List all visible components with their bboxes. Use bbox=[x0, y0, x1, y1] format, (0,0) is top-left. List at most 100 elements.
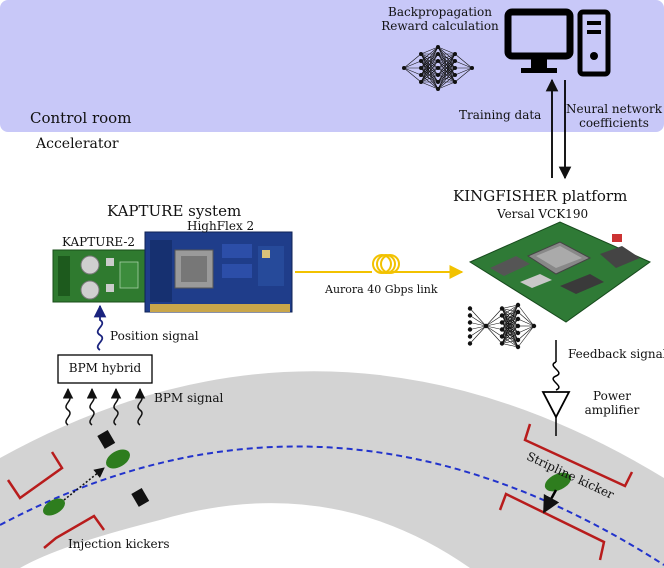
neural-network-icon bbox=[467, 302, 537, 350]
network-edge bbox=[454, 67, 473, 83]
network-edge bbox=[437, 53, 456, 90]
neural-network-icon bbox=[402, 45, 474, 91]
bpm-button bbox=[97, 429, 116, 449]
network-edge bbox=[403, 53, 422, 69]
power-amplifier-label: Power amplifier bbox=[572, 389, 652, 418]
position-signal-label: Position signal bbox=[110, 329, 199, 343]
network-edge bbox=[469, 325, 487, 337]
aurora-label: Aurora 40 Gbps link bbox=[325, 283, 438, 296]
power-line2: amplifier bbox=[584, 402, 640, 417]
network-edge bbox=[501, 318, 519, 344]
network-edge bbox=[437, 74, 456, 90]
network-node bbox=[467, 341, 473, 346]
network-edge bbox=[403, 67, 422, 76]
network-node bbox=[483, 323, 489, 329]
highflex2-board bbox=[144, 231, 293, 313]
network-node bbox=[419, 80, 423, 84]
network-edge bbox=[501, 304, 519, 309]
network-edge bbox=[501, 325, 519, 344]
network-node bbox=[467, 320, 473, 325]
network-node bbox=[467, 313, 473, 318]
network-edge bbox=[485, 308, 503, 327]
nn-coeff-line1: Neural network bbox=[566, 102, 663, 116]
desktop-computer-icon bbox=[504, 8, 611, 77]
network-node bbox=[402, 66, 406, 70]
network-edge bbox=[437, 67, 456, 90]
network-node bbox=[419, 59, 423, 63]
backprop-line1: Backpropagation bbox=[388, 5, 492, 19]
network-node bbox=[515, 337, 521, 343]
network-node bbox=[436, 59, 440, 63]
control-room-area bbox=[0, 0, 664, 132]
network-node bbox=[436, 66, 440, 70]
network-node bbox=[499, 334, 505, 339]
network-edge bbox=[485, 325, 503, 330]
network-node bbox=[499, 306, 505, 311]
network-node bbox=[436, 87, 440, 91]
bpm-hybrid-box bbox=[57, 354, 153, 384]
injection-kicker-lower bbox=[43, 514, 106, 549]
network-node bbox=[453, 52, 457, 56]
network-edge bbox=[420, 46, 439, 69]
beam-bunch bbox=[544, 472, 572, 492]
network-node bbox=[499, 313, 505, 318]
network-node bbox=[467, 306, 473, 311]
network-node bbox=[453, 66, 457, 70]
network-node bbox=[515, 323, 521, 329]
accelerator-label: Accelerator bbox=[36, 136, 119, 152]
network-node bbox=[453, 59, 457, 63]
network-edge bbox=[437, 53, 456, 69]
position-signal-arrow bbox=[93, 304, 107, 351]
injection-path bbox=[63, 467, 105, 501]
network-edge bbox=[454, 60, 473, 69]
network-edge bbox=[437, 53, 456, 76]
network-edge bbox=[437, 60, 456, 90]
network-edge bbox=[517, 318, 535, 327]
network-edge bbox=[420, 74, 439, 83]
amplifier-triangle-icon bbox=[541, 391, 571, 419]
network-edge bbox=[501, 343, 519, 348]
network-edge bbox=[501, 332, 519, 344]
network-node bbox=[467, 334, 473, 339]
backprop-label: Backpropagation Reward calculation bbox=[380, 5, 500, 34]
backprop-line2: Reward calculation bbox=[381, 18, 499, 33]
power-line1: Power bbox=[593, 389, 631, 403]
network-edge bbox=[469, 308, 487, 327]
bpm-signal-arrow bbox=[134, 387, 146, 426]
network-node bbox=[470, 66, 474, 70]
network-node bbox=[453, 73, 457, 77]
network-edge bbox=[420, 81, 439, 90]
network-edge bbox=[437, 53, 456, 83]
network-node bbox=[515, 302, 521, 308]
bpm-signal-label: BPM signal bbox=[154, 391, 224, 405]
network-node bbox=[419, 52, 423, 56]
network-edge bbox=[403, 67, 422, 83]
network-node bbox=[419, 73, 423, 77]
fiber-optic-link bbox=[295, 254, 464, 279]
kick-arrow bbox=[542, 489, 560, 514]
network-edge bbox=[420, 46, 439, 76]
kapture2-label: KAPTURE-2 bbox=[62, 235, 136, 249]
network-edge bbox=[420, 67, 439, 83]
network-node bbox=[436, 80, 440, 84]
network-edge bbox=[501, 304, 519, 316]
stored-bunch bbox=[106, 449, 130, 469]
network-edge bbox=[501, 304, 519, 337]
network-node bbox=[499, 341, 505, 346]
bpm-signal-arrows bbox=[62, 387, 146, 426]
kapture2-board bbox=[52, 249, 146, 303]
network-node bbox=[436, 73, 440, 77]
training-data-label: Training data bbox=[459, 108, 542, 122]
network-edge bbox=[454, 53, 473, 69]
network-edge bbox=[420, 60, 439, 83]
bpm-signal-arrow bbox=[86, 387, 98, 426]
bpm-signal-arrow bbox=[110, 387, 122, 426]
network-edge bbox=[420, 46, 439, 62]
beam-orbit bbox=[0, 445, 664, 566]
highflex-label: HighFlex 2 bbox=[187, 219, 255, 233]
network-node bbox=[515, 330, 521, 336]
network-edge bbox=[485, 325, 503, 337]
kapture-system-title: KAPTURE system bbox=[107, 202, 242, 220]
network-edge bbox=[420, 46, 439, 83]
